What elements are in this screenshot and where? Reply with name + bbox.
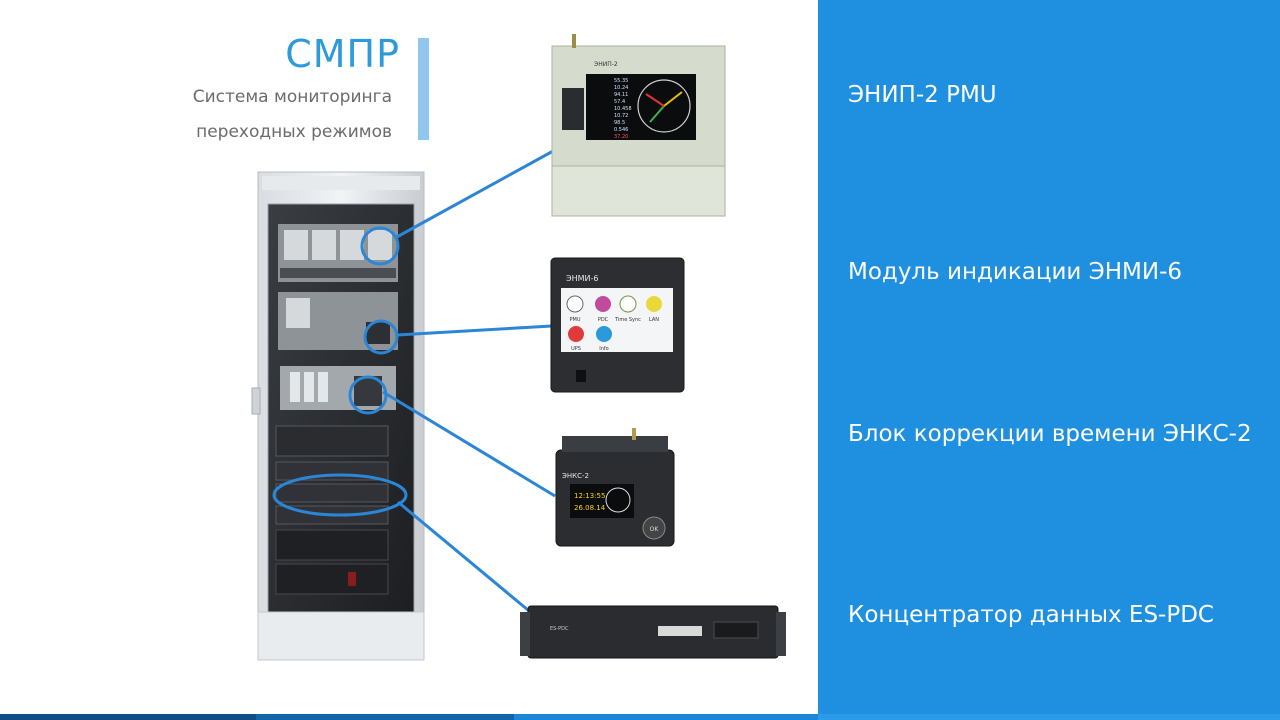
enmi-tile-info: Info [599, 346, 608, 352]
subtitle-line-2: переходных режимов [196, 122, 392, 142]
enks-name: ЭНКС-2 [562, 472, 589, 480]
enip-value-5: 10.458 [614, 106, 632, 112]
enip-value-4: 57.4 [614, 99, 625, 105]
connector-line-enks [382, 390, 556, 498]
connector-circle-enmi [363, 319, 399, 355]
connector-ellipse-pdc [272, 473, 408, 517]
enmi-tile-time-sync: Time Sync [614, 317, 641, 323]
enip-value-9: 37.20 [614, 134, 628, 140]
pdc-device: ES-PDC [520, 605, 786, 659]
enip-value-8: 0.546 [614, 127, 628, 133]
server-cabinet [251, 171, 425, 661]
device-label-enmi: Модуль индикации ЭНМИ-6 [848, 259, 1183, 285]
enks-ok-button: OK [650, 526, 660, 533]
enks-date: 26.08.14 [574, 504, 606, 512]
system-illustration: ЭНИП-2 55.35 10.24 94.11 57.4 10.458 10.… [251, 34, 786, 661]
title-accent-bar [418, 38, 429, 140]
slide-subtitle: Система мониторинга переходных режимов [132, 80, 392, 150]
enmi-name: ЭНМИ-6 [566, 274, 598, 283]
enip-value-3: 94.11 [614, 92, 628, 98]
device-label-enks: Блок коррекции времени ЭНКС-2 [848, 421, 1252, 447]
enmi-tile-lan: LAN [649, 317, 659, 323]
enip-value-7: 98.5 [614, 120, 625, 126]
enip-value-2: 10.24 [614, 85, 628, 91]
subtitle-line-1: Система мониторинга [192, 87, 392, 107]
connector-line-enmi [396, 324, 553, 337]
device-label-enip: ЭНИП-2 PMU [848, 82, 997, 108]
device-labels-panel [818, 0, 1280, 720]
device-label-pdc: Концентратор данных ES-PDC [848, 602, 1214, 628]
enmi-tile-pmu: PMU [570, 317, 581, 323]
connector-circle-enip [360, 226, 400, 266]
enip-value-1: 55.35 [614, 78, 628, 84]
enip-device: ЭНИП-2 55.35 10.24 94.11 57.4 10.458 10.… [551, 34, 726, 217]
connector-line-enip [394, 148, 556, 240]
enip-value-6: 10.72 [614, 113, 628, 119]
enks-time: 12:13:55 [574, 492, 605, 500]
bottom-color-strip [0, 714, 1280, 720]
enks-device: ЭНКС-2 12:13:55 26.08.14 OK [555, 428, 675, 547]
enmi-tile-pdc: PDC [598, 317, 609, 323]
enip-name: ЭНИП-2 [594, 61, 618, 68]
slide-title: СМПР [285, 32, 400, 76]
connector-line-pdc [397, 500, 541, 622]
enmi-device: ЭНМИ-6 PMU PDC Time Sync LAN UPS Info [550, 257, 685, 393]
pdc-name: ES-PDC [550, 626, 569, 632]
enmi-tile-ups: UPS [571, 346, 581, 352]
main-slide-area: СМПР Система мониторинга переходных режи… [132, 32, 786, 661]
connector-lines [272, 148, 556, 622]
